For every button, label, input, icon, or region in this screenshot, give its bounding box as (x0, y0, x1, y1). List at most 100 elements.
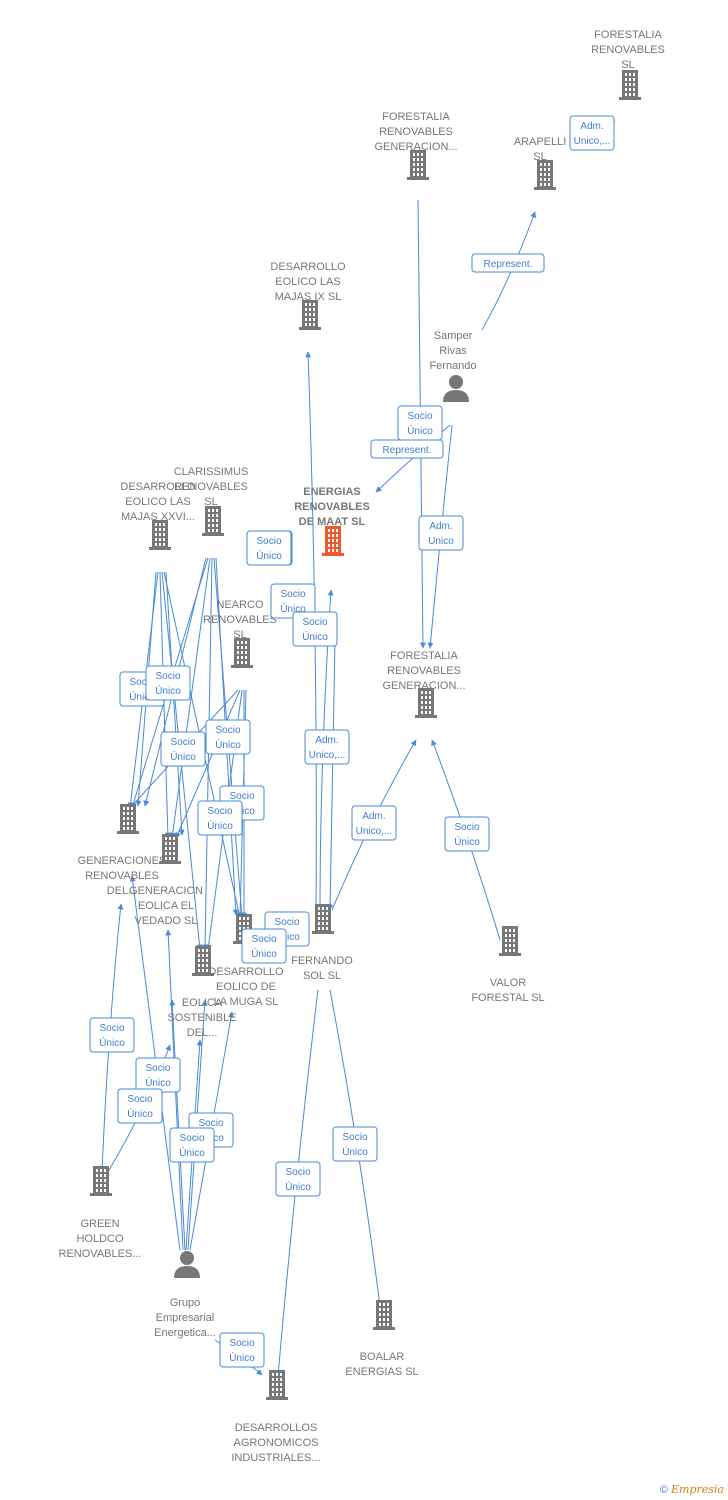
node-label: ENERGIAS (303, 486, 360, 498)
node-generaciones[interactable]: GENERACIONESRENOVABLESDEL... (78, 804, 167, 897)
edge-label-text: Único (229, 1351, 255, 1364)
node-label: EOLICA EL (138, 900, 194, 912)
node-fernando-sol[interactable]: FERNANDO SOL SL (291, 904, 353, 982)
building-icon (266, 1370, 288, 1400)
building-icon (312, 904, 334, 934)
node-label: Samper (434, 330, 473, 342)
edge-label-text: Socio (145, 1063, 170, 1074)
edge-label-text: Adm. (429, 521, 452, 532)
edge-label-text: Socio (170, 737, 195, 748)
node-forestalia-gen1[interactable]: FORESTALIARENOVABLESGENERACION... (374, 111, 458, 180)
edge-label-text: Único (145, 1076, 171, 1089)
edge-label-text: Único (256, 549, 282, 562)
node-label: SL (621, 59, 634, 71)
node-label: RENOVABLES... (59, 1248, 142, 1260)
edge-label-text: Socio (454, 822, 479, 833)
node-label: GREEN (80, 1218, 119, 1230)
edge-label-text: Socio (229, 1338, 254, 1349)
edge-label-text: Socio (342, 1132, 367, 1143)
node-grupo-empresarial[interactable]: GrupoEmpresarialEnergetica... (154, 1251, 216, 1339)
building-icon (159, 834, 181, 864)
node-label: Rivas (439, 345, 467, 357)
edge-label[interactable]: Adm.Unico,... (351, 805, 397, 841)
brand-logo: Empresia (671, 1483, 724, 1496)
node-label: RENOVABLES (85, 870, 159, 882)
node-label: VALOR (490, 977, 527, 989)
edge-label-text: Socio (127, 1094, 152, 1105)
edge-labels-layer: Adm.Unico,...Represent.Represent.SocioÚn… (89, 115, 615, 1368)
edge-label[interactable]: Adm.Unico,... (304, 729, 350, 765)
node-label: EOLICO LAS (275, 276, 340, 288)
node-label: FERNANDO (291, 955, 353, 967)
edge-label-text: Socio (256, 536, 281, 547)
building-icon (373, 1300, 395, 1330)
node-label: RENOVABLES (294, 501, 370, 513)
building-icon (231, 638, 253, 668)
node-label: BOALAR (360, 1351, 405, 1363)
edge-label-text: Único (454, 835, 480, 848)
edge-label[interactable]: Adm. Unico (418, 515, 464, 551)
node-desarrollos-agro[interactable]: DESARROLLOSAGRONOMICOSINDUSTRIALES... (231, 1370, 321, 1464)
edge-label-text: Único (179, 1146, 205, 1159)
node-label: HOLDCO (76, 1233, 124, 1245)
node-label: NEARCO (216, 599, 264, 611)
edge-label[interactable]: Represent. (471, 253, 545, 273)
node-label: CLARISSIMUS (174, 466, 249, 478)
node-green-holdco[interactable]: GREEN HOLDCO RENOVABLES... (59, 1166, 142, 1260)
ownership-edge (175, 689, 241, 839)
building-icon (149, 520, 171, 550)
edge-label[interactable]: Adm.Unico,... (569, 115, 615, 151)
edge-label-text: Único (207, 819, 233, 832)
node-label: GENERACION... (374, 141, 457, 153)
edge-label-text: Único (251, 947, 277, 960)
node-eolica-sostenible[interactable]: EOLICASOSTENIBLEDEL... (167, 946, 237, 1039)
edge-label-text: Único (285, 1180, 311, 1193)
building-icon (90, 1166, 112, 1196)
node-forestalia-gen2[interactable]: FORESTALIARENOVABLESGENERACION... (382, 650, 466, 718)
footer-brand[interactable]: © Empresia (660, 1483, 724, 1496)
edge-label-text: Represent. (484, 259, 533, 270)
edge-label-text: Único (155, 684, 181, 697)
edge-label-text: Unico (428, 536, 454, 547)
ownership-edge (327, 639, 336, 911)
edge-label-text: Socio (407, 411, 432, 422)
node-label: MAJAS XXVI... (121, 511, 195, 523)
node-label: AGRONOMICOS (234, 1437, 319, 1449)
building-icon (192, 946, 214, 976)
building-icon (619, 70, 641, 100)
node-label: SOL SL (303, 970, 341, 982)
ownership-edge (169, 557, 211, 839)
node-label: DESARROLLO (208, 966, 284, 978)
edge-label[interactable]: Represent. (370, 439, 444, 459)
node-label: GENERACION... (382, 680, 465, 692)
node-label: MAJAS IX SL (275, 291, 342, 303)
edge-label-text: Socio (99, 1023, 124, 1034)
